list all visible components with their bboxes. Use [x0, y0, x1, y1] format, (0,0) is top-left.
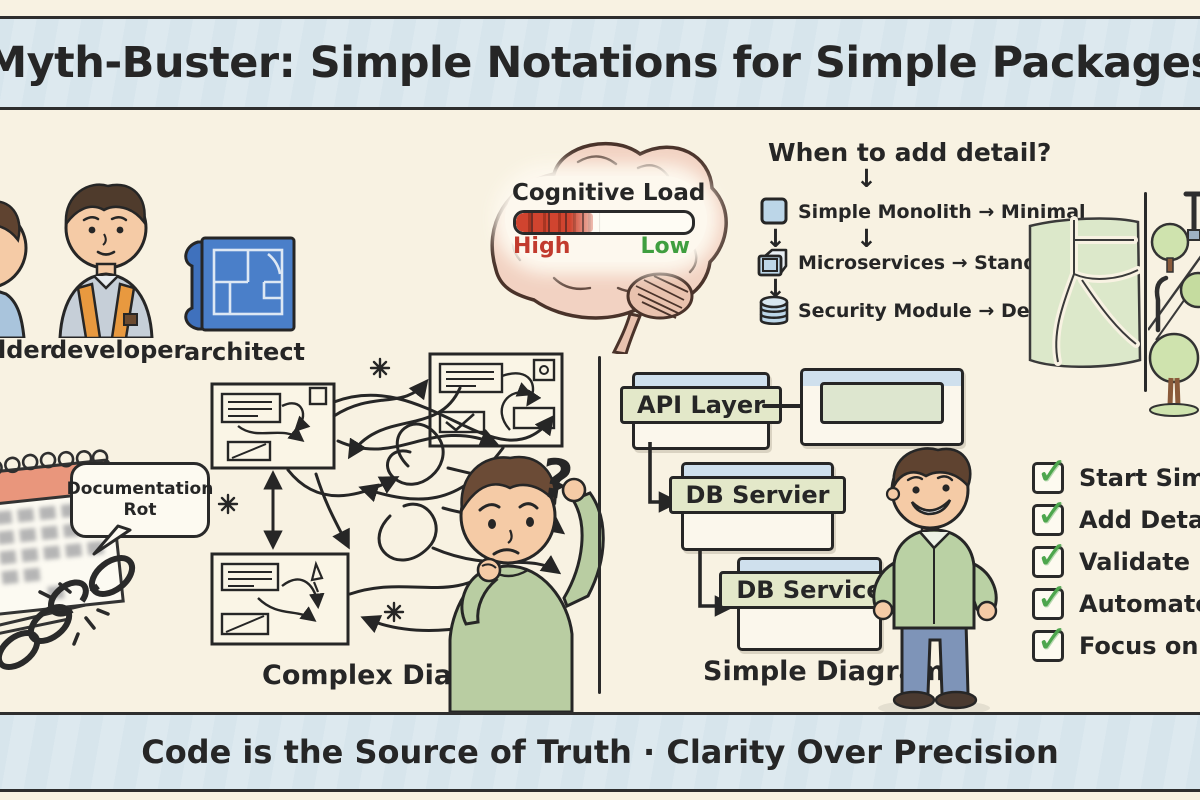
checklist-row: ✓ Add Detail G — [1032, 491, 1200, 536]
db-service-box: DB Service — [719, 557, 900, 651]
happy-developer-illustration — [872, 447, 998, 716]
detail-row-label: Simple Monolith → Minimal — [798, 201, 1086, 223]
when-to-add-detail-title: When to add detail? — [768, 138, 1052, 167]
map-park-divider — [1144, 192, 1147, 392]
checklist-item-label: Start Simple — [1079, 464, 1200, 492]
map-sketch — [1028, 216, 1142, 369]
check-icon: ✓ — [1036, 617, 1068, 661]
low-label: Low — [640, 234, 690, 259]
db-service-label: DB Service — [719, 571, 900, 609]
checklist-row: ✓ Focus on Cla — [1032, 617, 1200, 662]
title-banner: Myth-Buster: Simple Notations for Simple… — [0, 16, 1200, 110]
box-connector — [762, 404, 802, 408]
api-layer-label: API Layer — [620, 386, 782, 424]
checkbox-icon: ✓ — [1032, 533, 1068, 578]
db-server-box: DB Servier — [668, 462, 847, 551]
bubble-tail — [92, 524, 132, 556]
checklist-item-label: Automate — [1079, 590, 1200, 618]
db-server-label: DB Servier — [668, 476, 847, 514]
empty-box — [800, 368, 964, 446]
builder-label-truncated: lder — [0, 336, 52, 364]
checklist-item-label: Focus on Cla — [1079, 632, 1200, 660]
documentation-rot-text: Documentation Rot — [66, 478, 214, 520]
checkbox-icon: ✓ — [1032, 575, 1068, 620]
checklist-row: ✓ Validate Regu — [1032, 533, 1200, 578]
documentation-rot-bubble: Documentation Rot — [67, 462, 213, 538]
check-icon: ✓ — [1036, 575, 1068, 619]
down-arrow-icon: ↓ — [856, 164, 877, 193]
cognitive-load-meter — [513, 210, 695, 235]
diagram-divider — [598, 356, 601, 694]
monolith-square-icon — [760, 197, 788, 225]
checklist-row: ✓ Start Simple — [1032, 449, 1200, 494]
check-icon: ✓ — [1036, 449, 1068, 493]
developer-label: developer — [50, 336, 186, 364]
confused-developer-illustration — [448, 455, 605, 712]
check-icon: ✓ — [1036, 491, 1068, 535]
check-icon: ✓ — [1036, 533, 1068, 577]
checkbox-icon: ✓ — [1032, 617, 1068, 662]
down-arrow-icon: ↓ — [765, 274, 786, 303]
detail-row-label: Microservices → Standard — [798, 252, 1073, 274]
detail-row-label: Security Module → Detailed — [798, 300, 1092, 322]
architect-blueprint-icon — [184, 236, 296, 332]
microservices-cube-icon — [757, 248, 788, 277]
developer-character — [58, 183, 154, 338]
checklist-item-label: Validate Regu — [1079, 548, 1200, 576]
broken-chain-icon — [0, 555, 136, 670]
builder-character-partial — [0, 200, 28, 338]
footer-tagline: Code is the Source of Truth · Clarity Ov… — [141, 733, 1059, 771]
down-arrow-icon: ↓ — [856, 224, 877, 253]
checkbox-icon: ✓ — [1032, 491, 1068, 536]
park-sketch — [1148, 191, 1200, 417]
high-label: High — [513, 234, 571, 259]
checklist-item-label: Add Detail G — [1079, 506, 1200, 534]
checklist-row: ✓ Automate — [1032, 575, 1200, 620]
checkbox-icon: ✓ — [1032, 449, 1068, 494]
architect-label: architect — [184, 338, 306, 366]
complex-diagram-sketch — [210, 352, 566, 646]
meter-ticks — [516, 213, 692, 232]
down-arrow-icon: ↓ — [765, 224, 786, 253]
footer-banner: Code is the Source of Truth · Clarity Ov… — [0, 712, 1200, 792]
empty-box-inner — [820, 382, 944, 424]
security-database-icon — [759, 295, 789, 326]
page-title: Myth-Buster: Simple Notations for Simple… — [0, 38, 1200, 88]
api-layer-box: API Layer — [620, 372, 782, 450]
cognitive-load-title: Cognitive Load — [512, 180, 706, 206]
